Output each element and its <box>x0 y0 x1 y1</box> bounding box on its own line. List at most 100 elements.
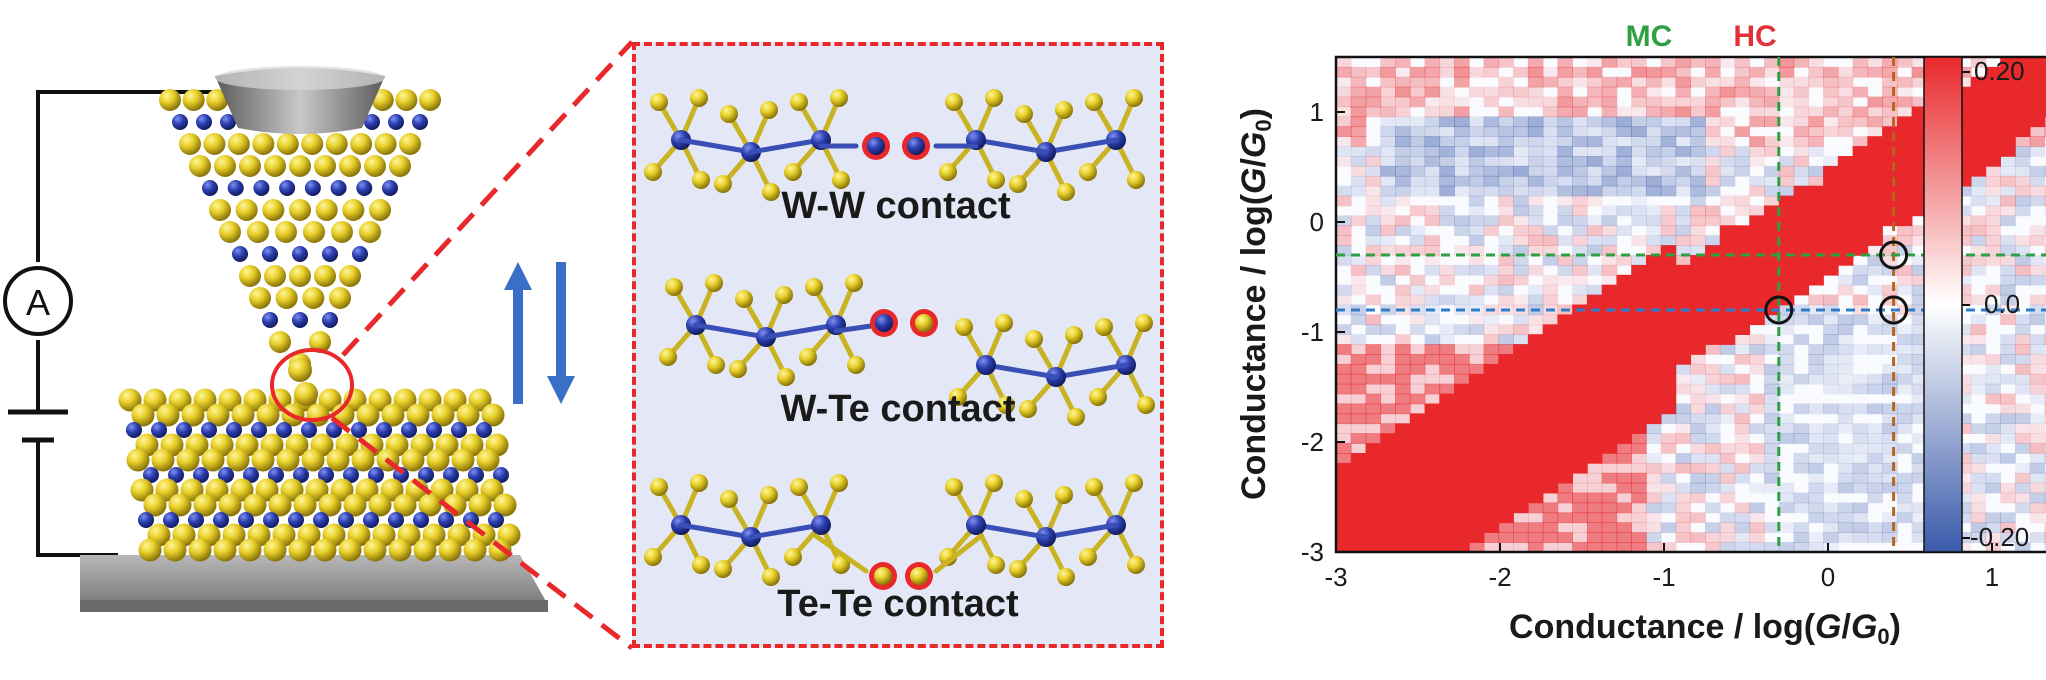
heatmap-cell <box>1645 205 1662 217</box>
heatmap-cell <box>2029 126 2046 137</box>
heatmap-cell <box>1911 373 1928 385</box>
atom <box>292 312 308 328</box>
heatmap-cell <box>1336 66 1352 78</box>
heatmap-cell <box>1808 225 1824 236</box>
atom <box>413 512 429 528</box>
heatmap-cell <box>1660 57 1677 68</box>
heatmap-cell <box>1690 235 1706 246</box>
ammeter-label: A <box>26 282 50 323</box>
heatmap-cell <box>1586 383 1603 395</box>
y-tick-label: 1 <box>1310 97 1324 127</box>
heatmap-cell <box>1395 462 1411 474</box>
te-atom <box>644 548 662 566</box>
heatmap-cell <box>1424 453 1441 464</box>
atom <box>214 155 236 177</box>
te-atom <box>775 286 793 304</box>
heatmap-cell <box>2000 403 2016 415</box>
atom <box>213 538 237 562</box>
heatmap-cell <box>1882 462 1898 474</box>
heatmap-cell <box>1705 413 1721 425</box>
heatmap-cell <box>1793 185 1810 197</box>
heatmap-cell <box>1719 373 1736 385</box>
heatmap-cell <box>1572 502 1588 514</box>
heatmap-cell <box>1557 334 1573 345</box>
heatmap-cell <box>1424 472 1441 484</box>
te-atom <box>830 474 848 492</box>
heatmap-cell <box>2044 195 2046 207</box>
heatmap-cell <box>1542 502 1559 514</box>
heatmap-cell <box>1970 314 1987 326</box>
heatmap-cell <box>1719 156 1736 167</box>
heatmap-cell <box>1601 156 1618 167</box>
heatmap-cell <box>1882 482 1898 494</box>
heatmap-cell <box>1513 393 1529 405</box>
heatmap-cell <box>1498 245 1514 256</box>
heatmap-cell <box>1660 482 1677 494</box>
heatmap-cell <box>1985 215 2001 227</box>
heatmap-cell <box>1350 472 1367 484</box>
heatmap-cell <box>1586 334 1603 345</box>
heatmap-cell <box>1601 57 1618 68</box>
atom <box>131 403 155 427</box>
heatmap-cell <box>1601 215 1618 227</box>
atom <box>182 89 205 111</box>
te-atom <box>705 274 723 292</box>
heatmap-cell <box>1985 165 2001 177</box>
heatmap-cell <box>1468 66 1485 78</box>
heatmap-cell <box>1852 314 1869 326</box>
heatmap-cell <box>1527 334 1544 345</box>
heatmap-cell <box>1778 116 1795 128</box>
heatmap-cell <box>2044 86 2046 98</box>
heatmap-cell <box>1867 324 1883 335</box>
heatmap-cell <box>1808 76 1824 88</box>
heatmap-cell <box>2044 532 2046 543</box>
heatmap-cell <box>1675 363 1692 375</box>
atom <box>359 221 381 243</box>
atom <box>356 180 373 196</box>
heatmap-cell <box>1454 245 1470 256</box>
te-atom <box>1055 486 1073 504</box>
heatmap-cell <box>1955 413 1972 425</box>
heatmap-cell <box>1498 255 1514 266</box>
heatmap-cell <box>1468 195 1485 207</box>
heatmap-cell <box>1498 334 1514 345</box>
heatmap-cell <box>1601 264 1618 276</box>
heatmap-cell <box>1705 235 1721 246</box>
heatmap-cell <box>1395 264 1411 276</box>
heatmap-cell <box>1409 274 1426 286</box>
heatmap-cell <box>1690 492 1706 504</box>
te-atom <box>985 89 1003 107</box>
heatmap-cell <box>1867 433 1883 444</box>
heatmap-cell <box>1764 225 1780 236</box>
heatmap-cell <box>1483 126 1500 137</box>
heatmap-cell <box>1631 522 1647 533</box>
heatmap-cell <box>1365 403 1382 415</box>
heatmap-cell <box>1645 136 1662 147</box>
heatmap-cell <box>1837 532 1854 543</box>
heatmap-cell <box>1483 344 1500 355</box>
heatmap-cell <box>1557 363 1573 375</box>
heatmap-cell <box>1513 156 1529 167</box>
heatmap-cell <box>1483 136 1500 147</box>
heatmap-cell <box>1527 76 1544 88</box>
heatmap-cell <box>1778 156 1795 167</box>
contact-atom <box>867 137 885 155</box>
heatmap-cell <box>1705 245 1721 256</box>
heatmap-cell <box>1645 116 1662 128</box>
heatmap-cell <box>1365 314 1382 326</box>
heatmap-cell <box>1823 205 1839 217</box>
heatmap-cell <box>1557 185 1573 197</box>
heatmap-cell <box>1749 284 1765 296</box>
heatmap-cell <box>1749 175 1765 187</box>
heatmap-cell <box>1749 334 1765 345</box>
heatmap-cell <box>2000 245 2016 256</box>
heatmap-cell <box>1336 294 1352 306</box>
heatmap-cell <box>1911 136 1928 147</box>
heatmap-cell <box>1675 423 1692 434</box>
heatmap-cell <box>1705 274 1721 286</box>
heatmap-cell <box>1793 373 1810 385</box>
atom <box>263 538 287 562</box>
heatmap-cell <box>1778 165 1795 177</box>
heatmap-cell <box>1985 185 2001 197</box>
heatmap-cell <box>2044 453 2046 464</box>
